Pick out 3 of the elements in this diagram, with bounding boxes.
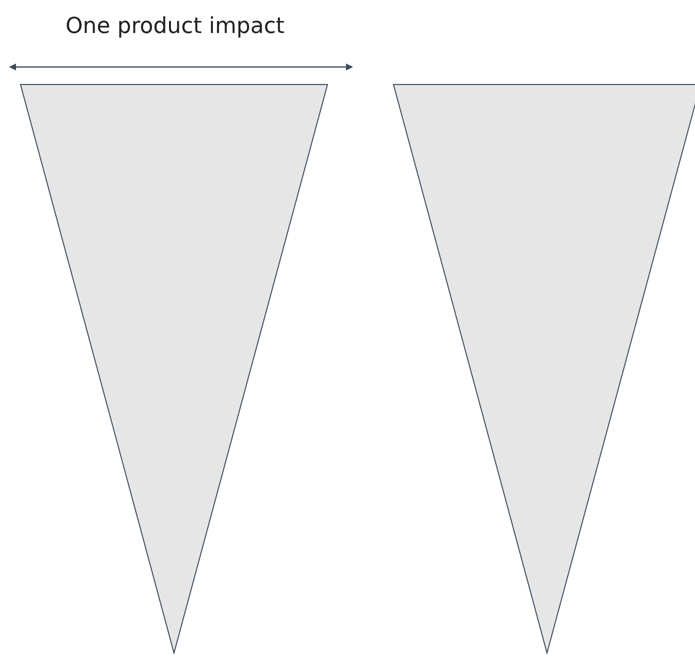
dimension-label: One product impact (64, 14, 286, 39)
triangle-shape (393, 84, 695, 654)
triangle-shape (20, 84, 328, 654)
